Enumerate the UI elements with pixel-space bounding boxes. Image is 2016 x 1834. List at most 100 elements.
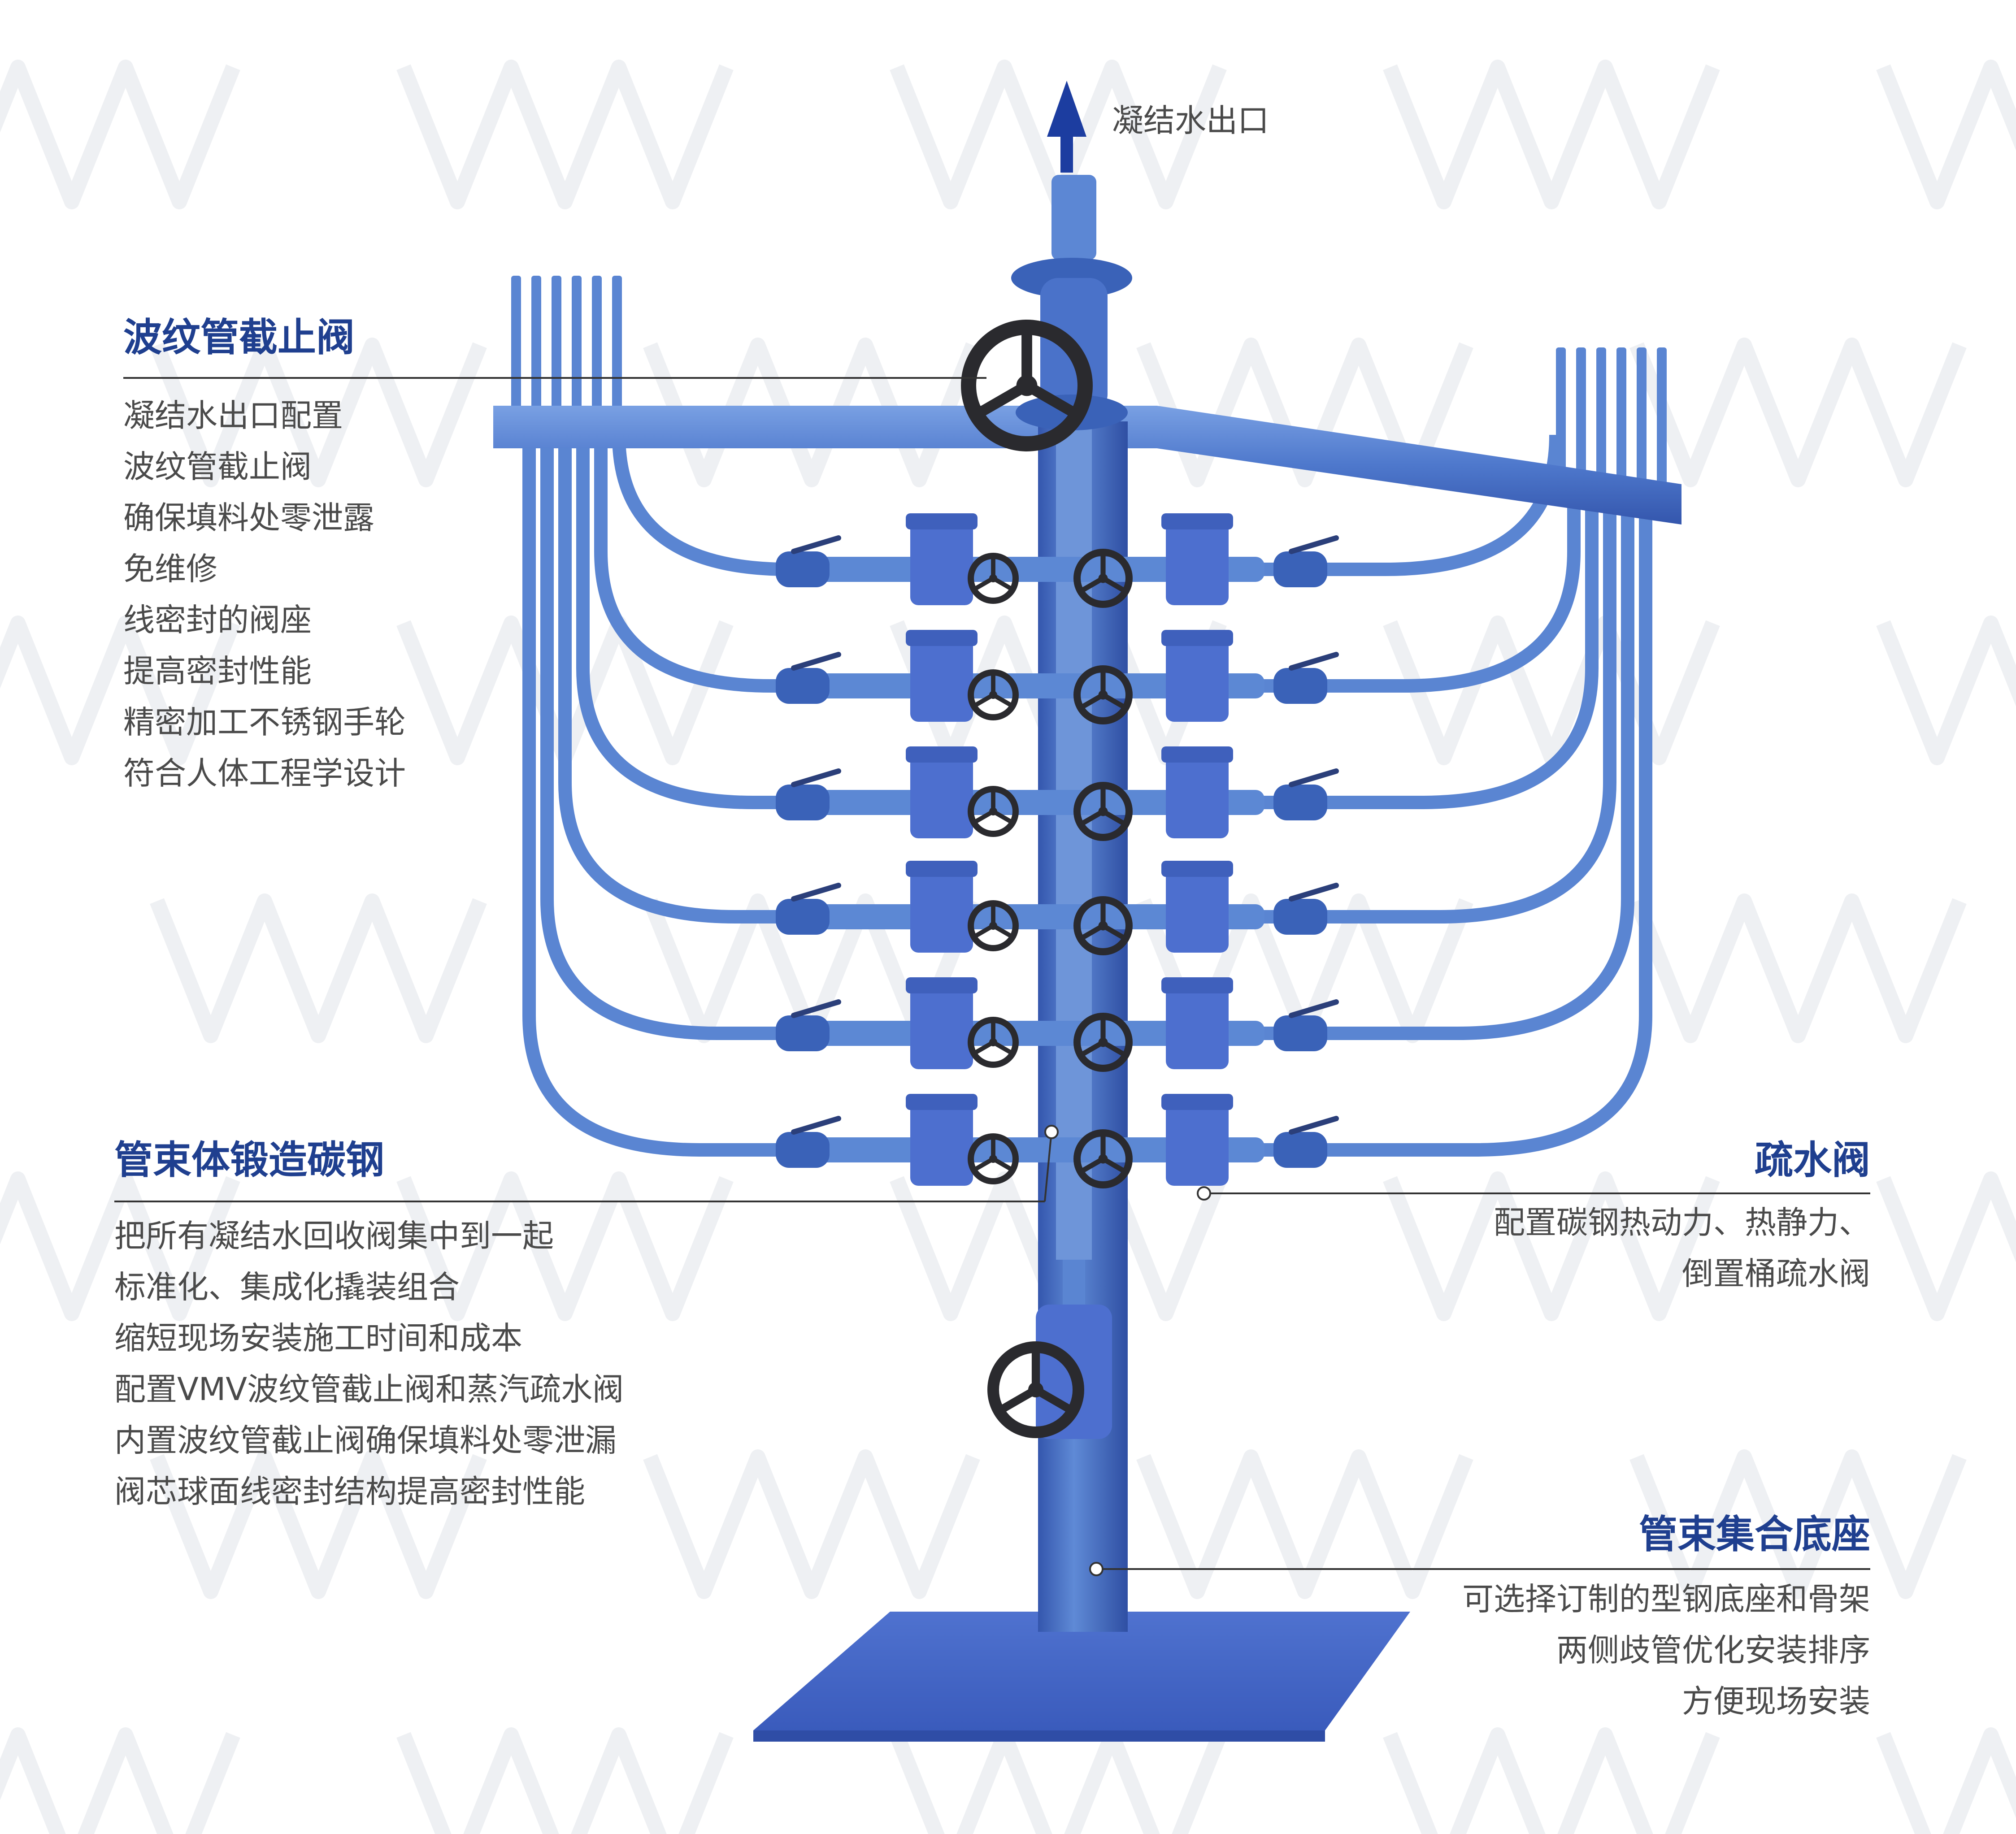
desc-line: 确保填料处零泄露	[123, 499, 374, 536]
ball-valve	[776, 785, 830, 820]
ball-valve-handle	[1289, 535, 1339, 554]
handwheels	[961, 320, 1133, 1438]
right-tracer-tube	[1226, 486, 1599, 809]
right-tracer-tube	[1226, 486, 1581, 693]
trap-rows	[776, 513, 1339, 1186]
ball-valve-handle	[791, 1116, 841, 1135]
base-description: 可选择订制的型钢底座和骨架 两侧歧管优化安装排序 方便现场安装	[1462, 1574, 1870, 1727]
arrow-up-icon	[1047, 81, 1086, 137]
left-riser-tube	[531, 276, 541, 430]
steam-trap-description: 配置碳钢热动力、热静力、 倒置桶疏水阀	[1494, 1197, 1870, 1299]
steam-trap-title: 疏水阀	[1755, 1138, 1870, 1183]
outlet-pipe	[1051, 175, 1096, 260]
desc-line: 凝结水出口配置	[123, 397, 343, 434]
handwheel-hub	[1098, 921, 1108, 931]
desc-line: 免维修	[123, 551, 217, 587]
steam-trap-icon	[910, 984, 973, 1069]
row-pipe	[780, 904, 1264, 929]
row-pipe	[780, 673, 1264, 698]
right-tracer-tube	[1226, 486, 1652, 1157]
handwheel-hub	[1098, 573, 1108, 583]
watermark-stroke	[150, 893, 487, 1043]
row-pipe	[780, 1137, 1264, 1162]
desc-line: 内置波纹管截止阀确保填料处零泄漏	[114, 1422, 617, 1459]
handwheel-hub	[989, 1038, 997, 1046]
watermark-stroke	[0, 1727, 240, 1834]
callout-leaders	[114, 377, 1870, 1576]
watermark-stroke	[1383, 616, 1720, 765]
outlet-arrow-stem	[1060, 137, 1073, 173]
watermark-stroke	[1383, 60, 1720, 209]
watermark-stroke	[1876, 60, 2016, 209]
ball-valve	[776, 899, 830, 935]
right-riser-tube	[1637, 347, 1647, 493]
steam-trap-cap	[1161, 861, 1233, 877]
handwheel-hub	[1098, 1037, 1108, 1047]
manifold-body-description: 把所有凝结水回收阀集中到一起 标准化、集成化撬装组合 缩短现场安装施工时间和成本…	[114, 1210, 624, 1517]
desc-line: 方便现场安装	[1682, 1683, 1870, 1720]
watermark-stroke	[0, 60, 240, 209]
manifold-body-leader-dot	[1044, 1125, 1059, 1139]
left-riser-tube	[612, 276, 622, 430]
row-pipe	[780, 1021, 1264, 1046]
ball-valve	[1273, 785, 1327, 820]
handwheel-hub	[1016, 375, 1038, 396]
base-title: 管束集合底座	[1639, 1512, 1870, 1557]
base-leader-dot	[1089, 1562, 1104, 1576]
steam-trap-icon	[910, 753, 973, 838]
ball-valve-handle	[791, 999, 841, 1018]
watermark-stroke	[0, 616, 240, 765]
base-plate	[753, 1612, 1410, 1730]
handwheel-hub	[1028, 1382, 1044, 1398]
ball-valve-handle	[1289, 883, 1339, 902]
steam-trap-icon	[1166, 984, 1229, 1069]
left-tracer-tube	[558, 424, 805, 924]
left-tracer-tube	[612, 424, 805, 576]
steam-trap-icon	[1166, 753, 1229, 838]
watermark-stroke	[1876, 1171, 2016, 1321]
right-tracer-tube	[1226, 486, 1616, 924]
watermark-stroke	[1629, 1449, 1967, 1599]
desc-line: 精密加工不锈钢手轮	[123, 704, 406, 741]
watermark-stroke	[1876, 1727, 2016, 1834]
handwheel-hub	[1098, 1154, 1108, 1164]
steam-trap-cap	[1161, 1094, 1233, 1110]
left-riser-tube	[552, 276, 561, 430]
desc-line: 配置VMV波纹管截止阀和蒸汽疏水阀	[114, 1371, 624, 1408]
outlet-label: 凝结水出口	[1112, 102, 1269, 139]
handwheel-hub	[989, 691, 997, 699]
right-riser-tube	[1596, 347, 1606, 493]
watermark-stroke	[890, 1727, 1227, 1834]
steam-trap-icon	[910, 867, 973, 953]
ball-valve-handle	[791, 652, 841, 671]
desc-line: 提高密封性能	[123, 653, 312, 689]
left-tracer-tube	[576, 424, 805, 809]
desc-line: 波纹管截止阀	[123, 448, 312, 485]
desc-line: 标准化、集成化撬装组合	[114, 1269, 460, 1305]
right-riser-tube	[1576, 347, 1586, 493]
ball-valve	[1273, 1132, 1327, 1168]
desc-line: 把所有凝结水回收阀集中到一起	[114, 1218, 554, 1254]
watermark-stroke	[150, 1449, 487, 1599]
steam-trap-cap	[906, 977, 978, 993]
steam-trap-cap	[906, 1094, 978, 1110]
ball-valve	[1273, 551, 1327, 587]
desc-line: 倒置桶疏水阀	[1682, 1255, 1870, 1292]
handwheel-hub	[1098, 806, 1108, 816]
steam-trap-cap	[1161, 513, 1233, 529]
ball-valve	[1273, 668, 1327, 704]
right-riser-tube	[1657, 347, 1667, 493]
desc-line: 可选择订制的型钢底座和骨架	[1462, 1581, 1870, 1617]
steam-trap-icon	[910, 637, 973, 722]
desc-line: 线密封的阀座	[123, 602, 312, 638]
ball-valve	[1273, 1015, 1327, 1051]
steam-trap-cap	[906, 630, 978, 646]
steam-trap-cap	[1161, 977, 1233, 993]
left-tracer-tube	[540, 424, 805, 1040]
handwheel-hub	[989, 807, 997, 815]
watermark-stroke	[150, 338, 487, 487]
watermark-stroke	[396, 1727, 734, 1834]
bellows-valve-description: 凝结水出口配置 波纹管截止阀 确保填料处零泄露 免维修 线密封的阀座 提高密封性…	[123, 390, 406, 799]
